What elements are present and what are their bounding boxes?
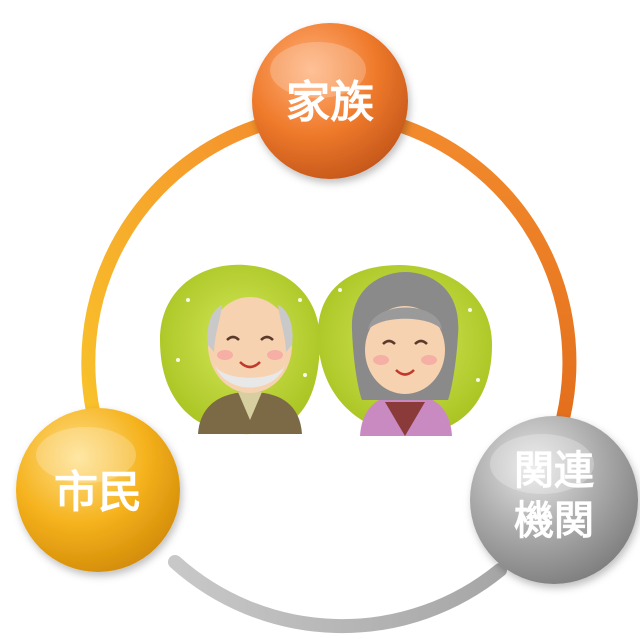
elderly-couple-illustration bbox=[160, 264, 492, 436]
ring-arc-citizens-agencies bbox=[168, 555, 507, 634]
node-agencies-label-line1: 関連 bbox=[514, 448, 595, 494]
grandma-figure bbox=[351, 272, 459, 436]
node-agencies-gloss bbox=[490, 434, 594, 494]
node-agencies: 関連 機関 bbox=[470, 416, 638, 584]
node-agencies-label-line2: 機関 bbox=[514, 498, 594, 544]
sparkle-decoration bbox=[176, 288, 480, 402]
grandpa-figure bbox=[198, 297, 302, 434]
node-family: 家族 bbox=[252, 23, 408, 179]
ring-arc-family-citizens bbox=[81, 119, 265, 467]
connection-ring bbox=[81, 119, 577, 634]
node-family-label: 家族 bbox=[286, 77, 374, 128]
node-citizens-label: 市民 bbox=[54, 467, 142, 518]
node-citizens-gloss bbox=[36, 427, 136, 483]
ring-arc-family-agencies bbox=[395, 119, 577, 437]
node-family-gloss bbox=[270, 42, 366, 98]
node-citizens: 市民 bbox=[16, 408, 180, 572]
